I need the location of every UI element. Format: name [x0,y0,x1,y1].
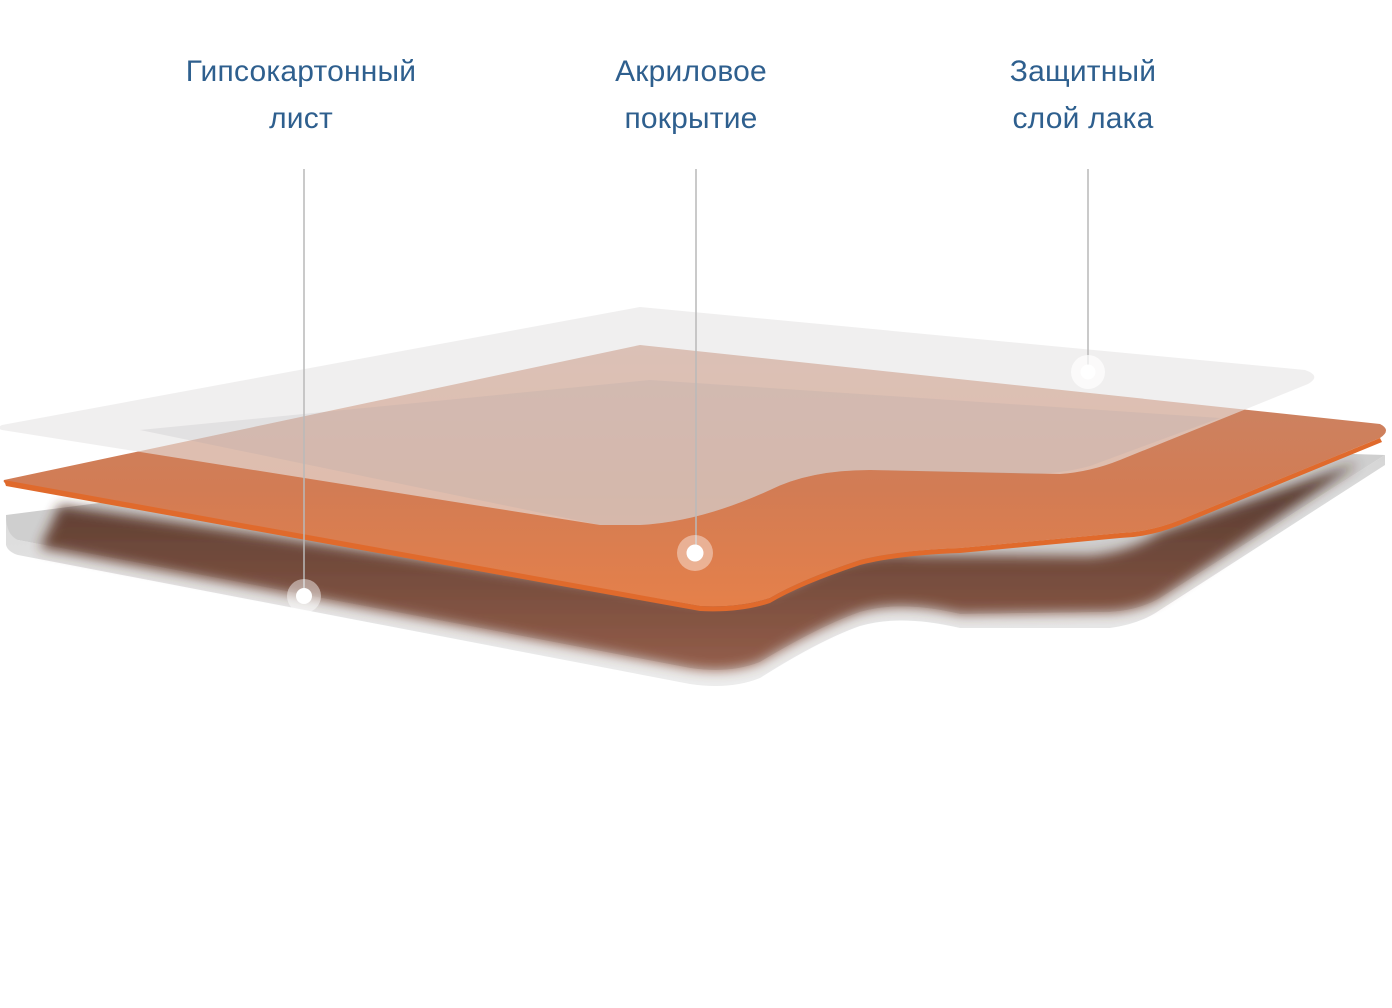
label-acrylic-line-2: покрытие [624,102,758,135]
label-acrylic-line-1: Акриловое [615,55,767,88]
label-lacquer-line-2: слой лака [1012,102,1154,135]
marker-drywall [287,579,321,613]
label-drywall-line-1: Гипсокартонный [185,55,417,88]
lacquer-layer-inner [140,380,1220,525]
lacquer-layer-sheet [0,307,1315,525]
label-drywall-line-2: лист [269,102,333,135]
marker-lacquer [1071,355,1105,389]
label-acrylic-coating: Акриловое покрытие [511,48,871,142]
label-lacquer-line-1: Защитный [1009,55,1157,88]
label-lacquer-layer: Защитный слой лака [903,48,1263,142]
label-drywall-sheet: Гипсокартонный лист [121,48,481,142]
lacquer-layer [0,307,1315,525]
marker-acrylic [677,535,713,571]
